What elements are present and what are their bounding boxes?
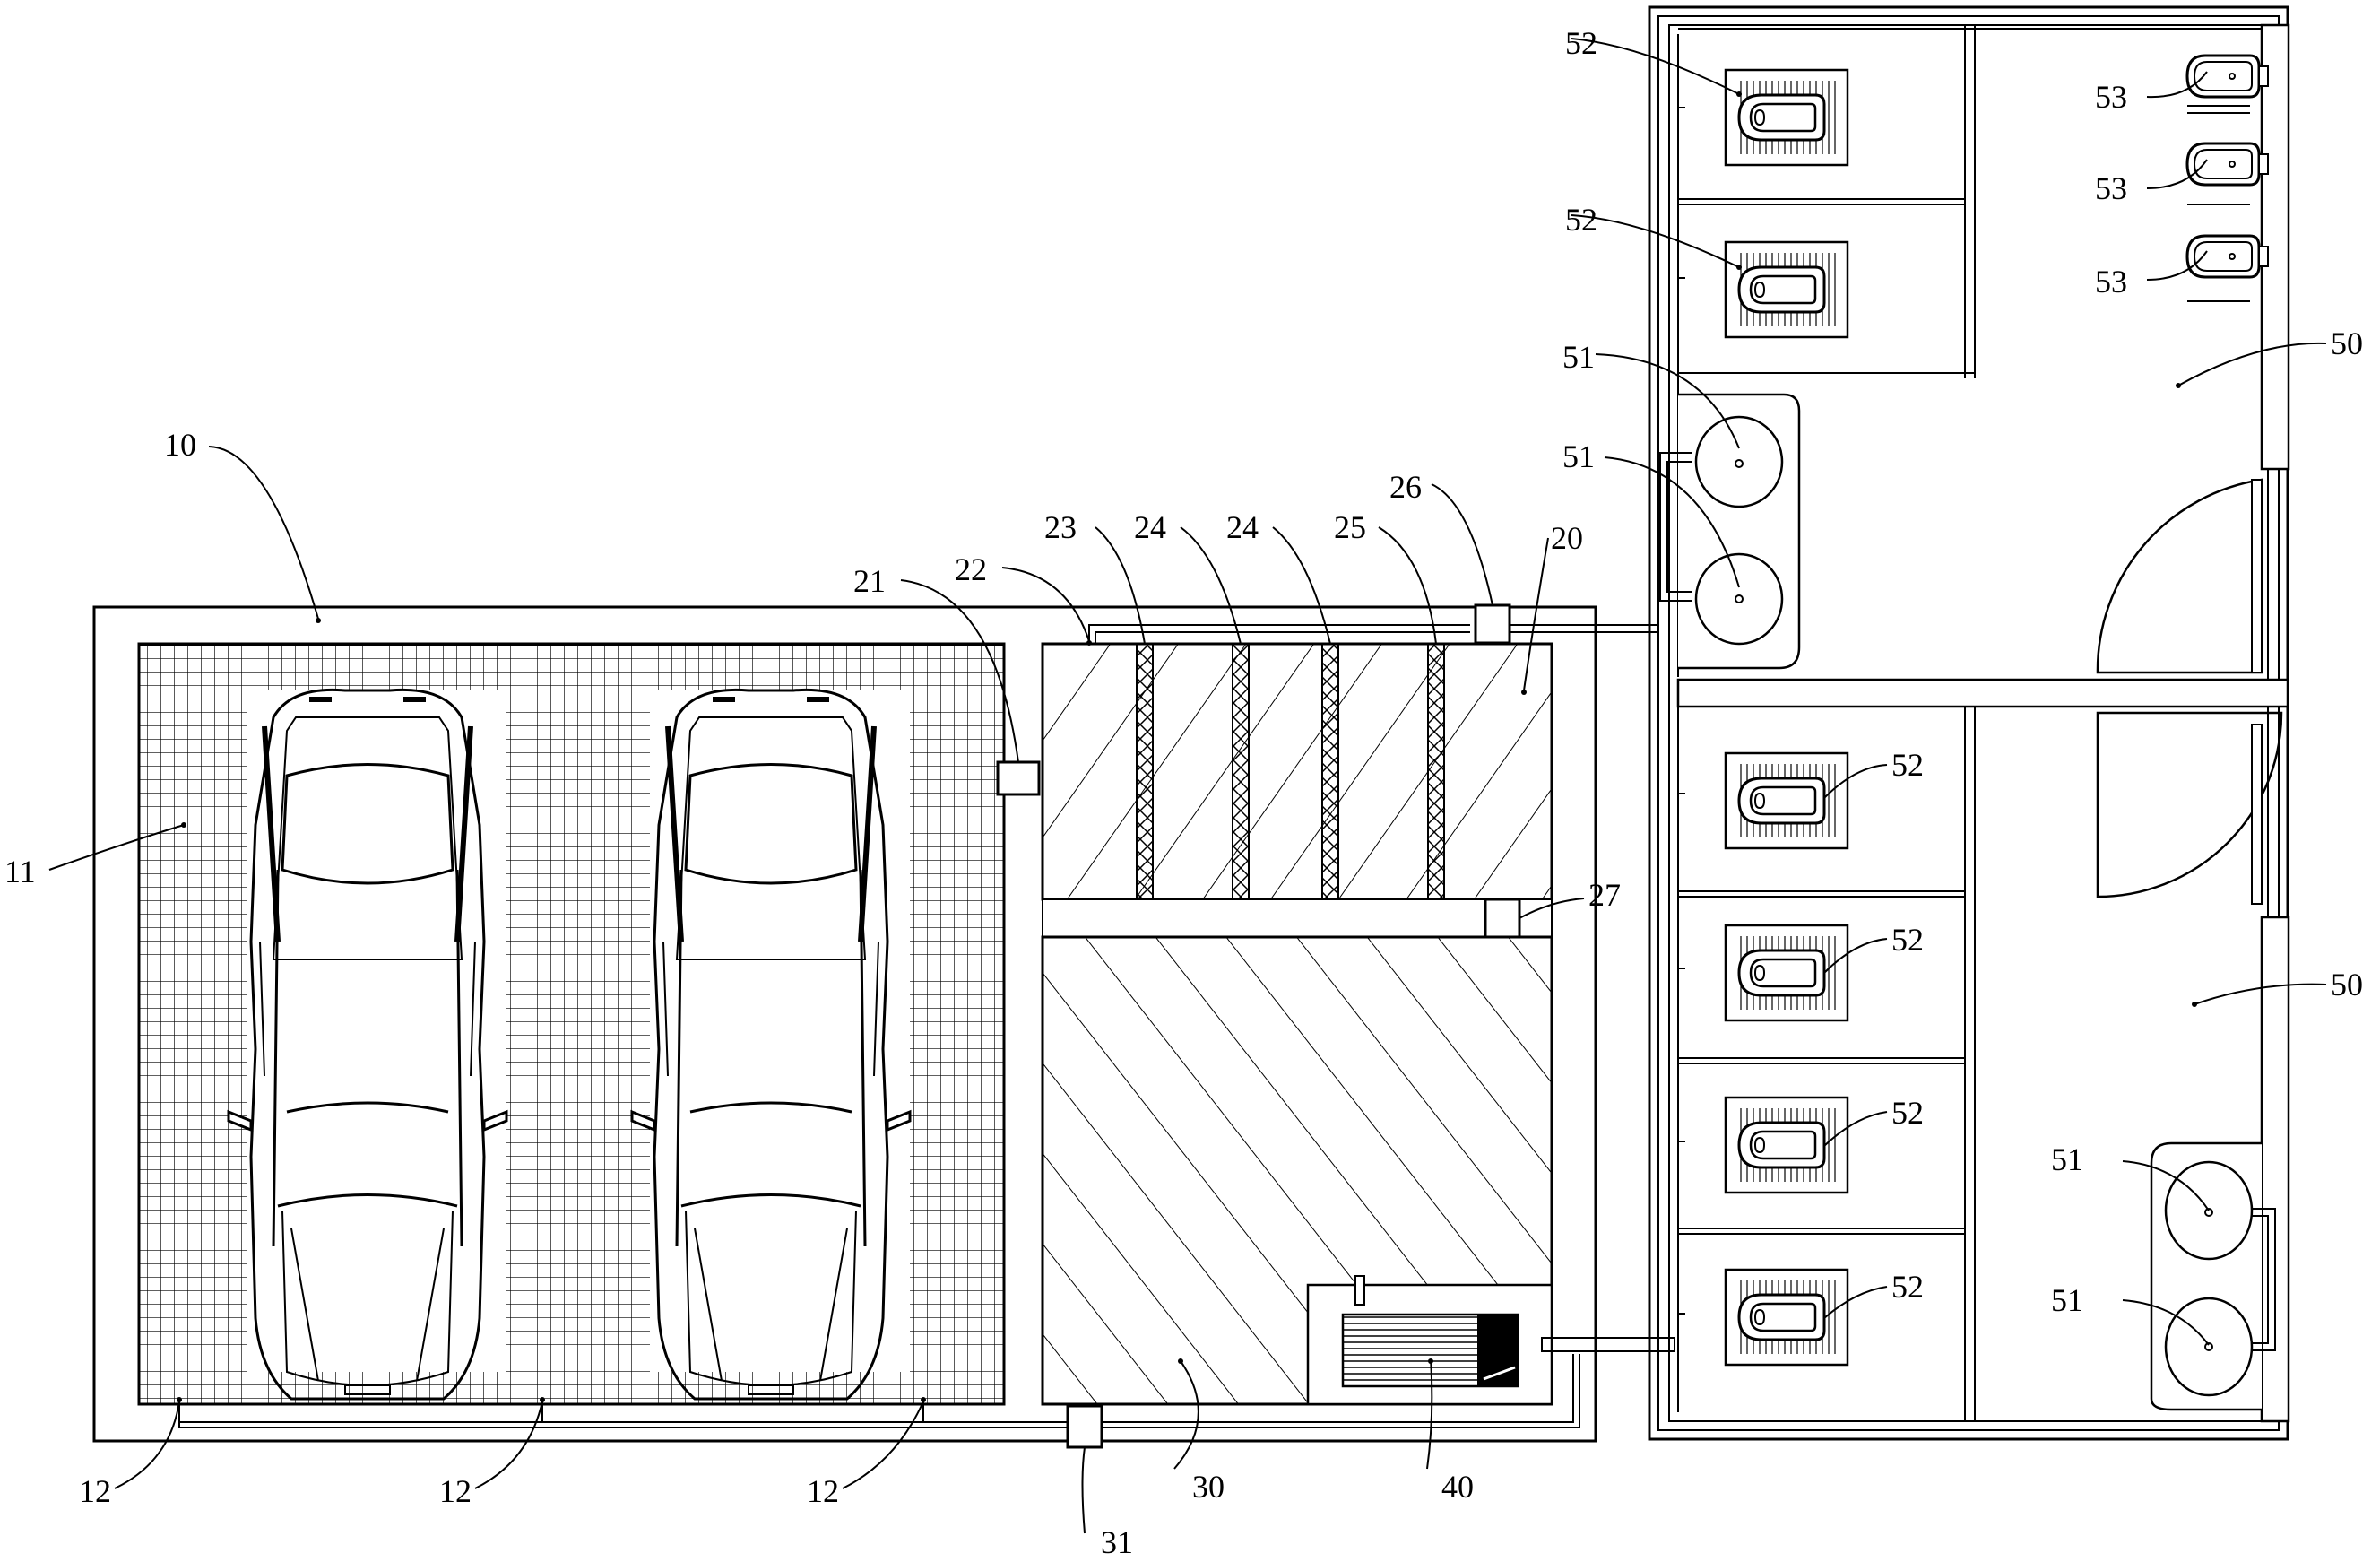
label-53c: 53	[2095, 264, 2127, 299]
toilet-1	[1724, 68, 1849, 167]
label-50a: 50	[2331, 325, 2363, 361]
urinal-3	[2185, 234, 2270, 279]
label-52c: 52	[1891, 747, 1924, 783]
label-52a: 52	[1565, 25, 1597, 61]
toilet-5	[1724, 1096, 1849, 1194]
label-51d: 51	[2051, 1282, 2083, 1318]
filter-tank	[996, 603, 1675, 1449]
label-11: 11	[4, 854, 36, 889]
toilet-2	[1724, 240, 1849, 339]
toilet-6	[1724, 1268, 1849, 1367]
floor-drain-1	[177, 1397, 182, 1402]
label-12a: 12	[79, 1473, 111, 1509]
leader-lines	[48, 38, 2327, 1534]
leader-dots	[181, 91, 2197, 1364]
label-26: 26	[1389, 469, 1422, 505]
label-50b: 50	[2331, 967, 2363, 1002]
toilet-3	[1724, 751, 1849, 850]
car-right	[632, 690, 910, 1399]
label-12b: 12	[439, 1473, 472, 1509]
label-21: 21	[853, 563, 886, 599]
label-20: 20	[1551, 520, 1583, 556]
label-53b: 53	[2095, 170, 2127, 206]
label-30: 30	[1192, 1469, 1225, 1505]
label-51c: 51	[2051, 1141, 2083, 1177]
label-24a: 24	[1134, 509, 1166, 545]
label-31: 31	[1101, 1524, 1133, 1560]
urinal-1	[2185, 54, 2270, 99]
label-12c: 12	[807, 1473, 839, 1509]
labels: 10 11 12 12 12 21 22 23 24 24 25 26 20 2…	[4, 25, 2363, 1560]
floor-drain-3	[921, 1397, 926, 1402]
label-10: 10	[164, 427, 196, 463]
label-22: 22	[955, 551, 987, 587]
sink-1	[1694, 415, 1784, 508]
label-23: 23	[1044, 509, 1077, 545]
car-wash-area	[92, 605, 1597, 1443]
label-51b: 51	[1562, 438, 1595, 474]
label-27: 27	[1588, 877, 1621, 913]
urinal-2	[2185, 142, 2270, 187]
label-40: 40	[1441, 1469, 1474, 1505]
label-25: 25	[1334, 509, 1366, 545]
label-52d: 52	[1891, 922, 1924, 958]
label-52f: 52	[1891, 1269, 1924, 1305]
label-24b: 24	[1226, 509, 1259, 545]
label-51a: 51	[1562, 339, 1595, 375]
inlet-box	[996, 760, 1041, 796]
restroom-building	[1648, 5, 2290, 1441]
drain-pipe	[178, 1401, 1071, 1428]
sink-2	[1694, 552, 1784, 646]
toilet-4	[1724, 924, 1849, 1022]
car-left	[229, 690, 506, 1399]
pump-top	[1474, 603, 1511, 645]
sink-4	[2164, 1297, 2254, 1397]
label-52e: 52	[1891, 1095, 1924, 1131]
floor-drain-2	[540, 1397, 545, 1402]
label-53a: 53	[2095, 79, 2127, 115]
label-52b: 52	[1565, 202, 1597, 238]
pump-mid	[1484, 898, 1521, 939]
pump-bottom	[1066, 1404, 1103, 1449]
